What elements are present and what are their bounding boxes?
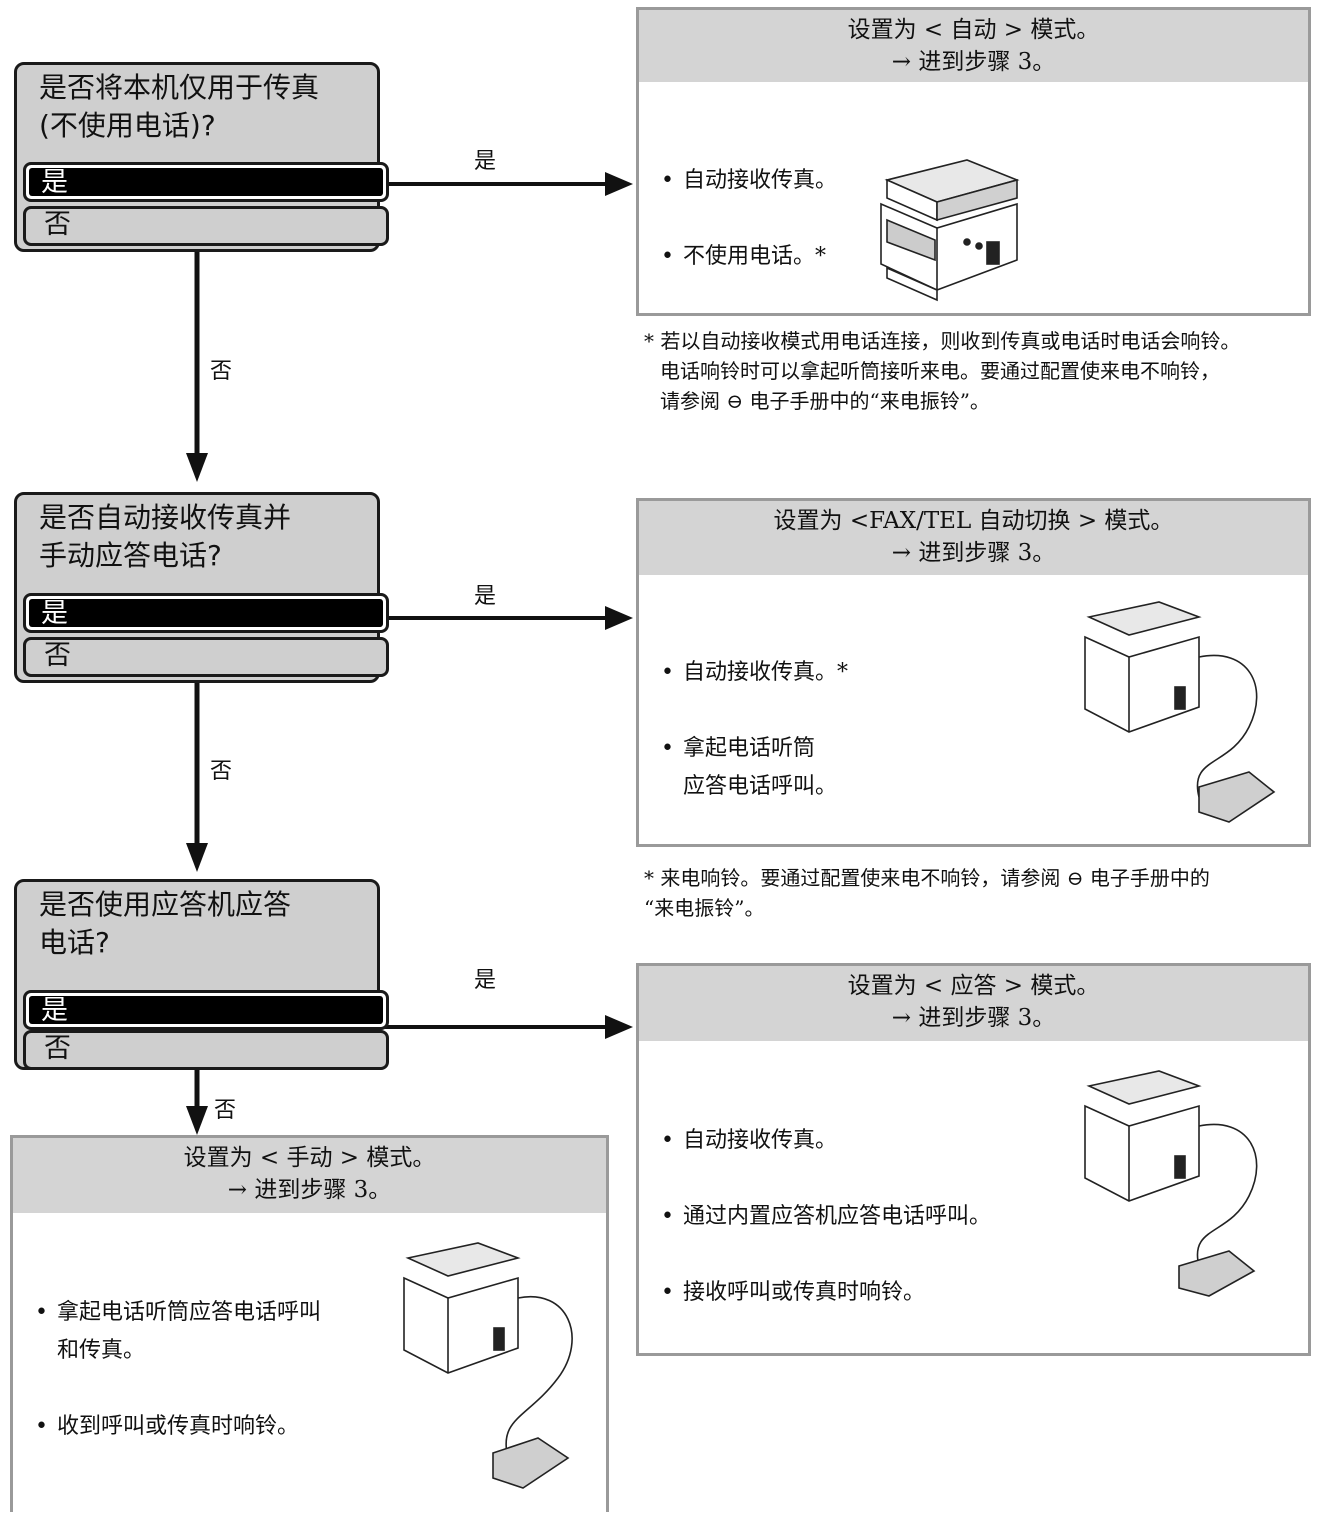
result-title: 设置为 < 应答 > 模式。: [847, 973, 1100, 999]
yes-arrow-2: [380, 606, 633, 630]
option-yes-label: 是: [29, 599, 383, 627]
bullet-item: 自动接收传真。: [659, 162, 837, 200]
result-step: → 进到步骤 3。: [891, 49, 1056, 75]
yes-arrow-1: [380, 172, 633, 196]
bullet-item: 通过内置应答机应答电话呼叫。: [659, 1198, 991, 1236]
bullet-item: 接收呼叫或传真时响铃。: [659, 1274, 991, 1312]
result-header: 设置为 < 自动 > 模式。 → 进到步骤 3。: [639, 10, 1308, 82]
result-box-auto: 设置为 < 自动 > 模式。 → 进到步骤 3。 自动接收传真。 不使用电话。*: [636, 7, 1311, 316]
no-arrow-1: [186, 252, 208, 482]
result-title: 设置为 <FAX/TEL 自动切换 > 模式。: [773, 508, 1174, 534]
option-no[interactable]: 否: [23, 206, 389, 246]
bullet-item: 自动接收传真。: [659, 1122, 991, 1160]
printer-icon: [880, 159, 1020, 302]
no-arrow-2: [186, 683, 208, 872]
yes-label-2: 是: [474, 584, 497, 609]
question-text: 是否自动接收传真并 手动应答电话?: [39, 501, 292, 572]
question-text: 是否使用应答机应答 电话?: [39, 888, 292, 959]
result-bullets: 自动接收传真。* 拿起电话听筒 应答电话呼叫。: [659, 578, 848, 882]
bullet-item: 拿起电话听筒应答电话呼叫 和传真。: [33, 1294, 321, 1370]
result-bullets: 拿起电话听筒应答电话呼叫 和传真。 收到呼叫或传真时响铃。: [33, 1218, 321, 1522]
no-arrow-3: [186, 1070, 208, 1135]
result-box-fax-tel: 设置为 <FAX/TEL 自动切换 > 模式。 → 进到步骤 3。 自动接收传真…: [636, 498, 1311, 847]
no-label-3: 否: [214, 1098, 237, 1123]
footnote-line: * 若以自动接收模式用电话连接，则收到传真或电话时电话会响铃。: [644, 329, 1241, 353]
footnote-auto: * 若以自动接收模式用电话连接，则收到传真或电话时电话会响铃。 电话响铃时可以拿…: [644, 326, 1343, 416]
question-text: 是否将本机仅用于传真 (不使用电话)?: [39, 71, 320, 142]
footnote-line: 请参阅 ⊖ 电子手册中的“来电振铃”。: [660, 389, 990, 413]
result-box-manual: 设置为 < 手动 > 模式。 → 进到步骤 3。 拿起电话听筒应答电话呼叫 和传…: [10, 1135, 609, 1512]
result-box-answering: 设置为 < 应答 > 模式。 → 进到步骤 3。 自动接收传真。 通过内置应答机…: [636, 963, 1311, 1356]
bullet-item: 不使用电话。*: [659, 238, 837, 276]
footnote-line: 电话响铃时可以拿起听筒接听来电。要通过配置使来电不响铃，: [660, 359, 1220, 383]
result-step: → 进到步骤 3。: [891, 540, 1056, 566]
result-bullets: 自动接收传真。 不使用电话。*: [659, 86, 837, 352]
bullet-item: 拿起电话听筒 应答电话呼叫。: [659, 730, 848, 806]
printer-phone-icon: [403, 1242, 573, 1489]
result-title: 设置为 < 自动 > 模式。: [847, 17, 1100, 43]
option-yes[interactable]: 是: [23, 990, 389, 1030]
yes-label-3: 是: [474, 968, 497, 993]
footnote-line: “来电振铃”。: [644, 896, 765, 920]
option-yes[interactable]: 是: [23, 162, 389, 202]
option-yes-label: 是: [29, 996, 383, 1024]
no-label-1: 否: [210, 359, 233, 384]
bullet-item: 收到呼叫或传真时响铃。: [33, 1408, 321, 1446]
result-header: 设置为 < 应答 > 模式。 → 进到步骤 3。: [639, 966, 1308, 1041]
printer-phone-icon: [1084, 1070, 1258, 1297]
question-panel-3: 是否使用应答机应答 电话? 是 否: [14, 879, 389, 1070]
printer-phone-icon: [1084, 601, 1276, 823]
no-label-2: 否: [210, 759, 233, 784]
result-bullets: 自动接收传真。 通过内置应答机应答电话呼叫。 接收呼叫或传真时响铃。: [659, 1046, 991, 1388]
yes-arrow-3: [380, 1015, 633, 1039]
option-yes[interactable]: 是: [23, 593, 389, 633]
result-step: → 进到步骤 3。: [891, 1005, 1056, 1031]
footnote-fax-tel: * 来电响铃。要通过配置使来电不响铃，请参阅 ⊖ 电子手册中的 “来电振铃”。: [644, 863, 1343, 923]
yes-label-1: 是: [474, 149, 497, 174]
question-panel-1: 是否将本机仅用于传真 (不使用电话)? 是 否: [14, 62, 389, 252]
option-no[interactable]: 否: [23, 1030, 389, 1070]
bullet-item: 自动接收传真。*: [659, 654, 848, 692]
result-title: 设置为 < 手动 > 模式。: [183, 1145, 436, 1171]
result-header: 设置为 < 手动 > 模式。 → 进到步骤 3。: [13, 1138, 606, 1213]
question-panel-2: 是否自动接收传真并 手动应答电话? 是 否: [14, 492, 389, 683]
option-yes-label: 是: [29, 168, 383, 196]
result-step: → 进到步骤 3。: [227, 1177, 392, 1203]
result-header: 设置为 <FAX/TEL 自动切换 > 模式。 → 进到步骤 3。: [639, 501, 1308, 575]
option-no[interactable]: 否: [23, 637, 389, 677]
footnote-line: * 来电响铃。要通过配置使来电不响铃，请参阅 ⊖ 电子手册中的: [644, 866, 1210, 890]
